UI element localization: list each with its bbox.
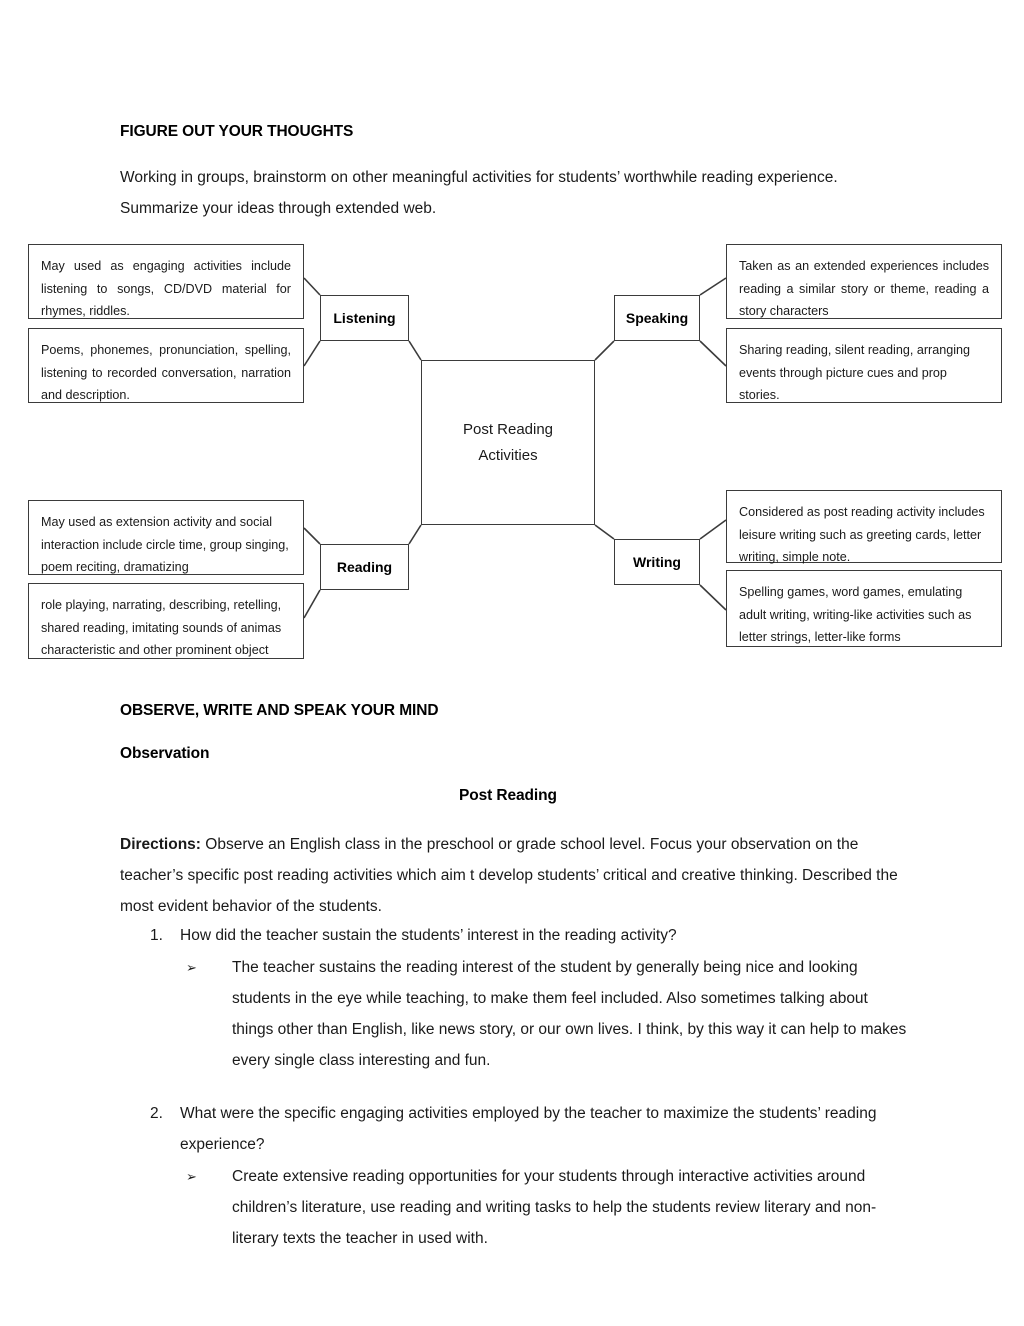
connector-writing-to-center bbox=[594, 524, 615, 540]
section-heading-figure-out-your-thoughts: FIGURE OUT YOUR THOUGHTS bbox=[120, 123, 354, 140]
answer-item-1: ➢ The teacher sustains the reading inter… bbox=[180, 952, 910, 1076]
directions-body: Observe an English class in the preschoo… bbox=[120, 836, 898, 915]
detail-box-speaking-1: Taken as an extended experiences include… bbox=[726, 244, 1002, 319]
question-number-2: 2. bbox=[150, 1105, 163, 1122]
connector-reading-to-box-l3 bbox=[303, 527, 321, 545]
arrow-bullet-icon: ➢ bbox=[186, 1169, 197, 1184]
intro-paragraph: Working in groups, brainstorm on other m… bbox=[120, 169, 838, 217]
detail-box-reading-1: May used as extension activity and socia… bbox=[28, 500, 304, 575]
connector-listening-to-box-l1 bbox=[303, 277, 321, 296]
question-text-2: What were the specific engaging activiti… bbox=[180, 1105, 877, 1153]
diagram-center-node: Post Reading Activities bbox=[421, 360, 595, 525]
question-text-1: How did the teacher sustain the students… bbox=[180, 927, 677, 944]
connector-reading-to-center bbox=[408, 524, 422, 545]
connector-reading-to-box-l4 bbox=[303, 589, 321, 619]
connector-writing-to-box-r4 bbox=[699, 584, 727, 611]
extended-web-diagram: May used as engaging activities include … bbox=[0, 228, 1024, 659]
center-node-line-2: Activities bbox=[478, 446, 538, 464]
answer-text-2: Create extensive reading opportunities f… bbox=[232, 1168, 877, 1247]
question-item-2: 2. What were the specific engaging activ… bbox=[120, 1098, 910, 1254]
subheading-observation: Observation bbox=[120, 745, 210, 762]
detail-box-listening-1: May used as engaging activities include … bbox=[28, 244, 304, 319]
detail-box-writing-1: Considered as post reading activity incl… bbox=[726, 490, 1002, 564]
diagram-connector-lines bbox=[303, 277, 727, 619]
connector-listening-to-box-l2 bbox=[303, 340, 321, 367]
connector-listening-to-center bbox=[408, 340, 422, 361]
answer-item-2: ➢ Create extensive reading opportunities… bbox=[180, 1161, 910, 1254]
question-item-1: 1. How did the teacher sustain the stude… bbox=[120, 920, 910, 1076]
center-node-line-1: Post Reading bbox=[462, 420, 554, 438]
node-label-writing: Writing bbox=[614, 539, 700, 585]
detail-box-reading-2: role playing, narrating, describing, ret… bbox=[28, 583, 304, 659]
node-label-speaking: Speaking bbox=[614, 295, 700, 341]
section-heading-observe-write-and-speak-your-mind: OBSERVE, WRITE AND SPEAK YOUR MIND bbox=[120, 702, 439, 719]
node-label-listening: Listening bbox=[320, 295, 409, 341]
connector-speaking-to-box-r2 bbox=[699, 340, 727, 367]
subheading-post-reading: Post Reading bbox=[459, 787, 557, 804]
directions-paragraph: Directions: Observe an English class in … bbox=[120, 829, 910, 922]
connector-writing-to-box-r3 bbox=[699, 519, 727, 540]
detail-box-speaking-2: Sharing reading, silent reading, arrangi… bbox=[726, 328, 1002, 403]
detail-box-listening-2: Poems, phonemes, pronunciation, spelling… bbox=[28, 328, 304, 403]
connector-speaking-to-box-r1 bbox=[699, 277, 727, 296]
node-label-reading: Reading bbox=[320, 544, 409, 590]
question-number-1: 1. bbox=[150, 927, 163, 944]
answer-text-1: The teacher sustains the reading interes… bbox=[232, 959, 907, 1069]
connector-speaking-to-center bbox=[594, 340, 615, 361]
directions-label: Directions: bbox=[120, 836, 201, 853]
arrow-bullet-icon: ➢ bbox=[186, 960, 197, 975]
questions-list: 1. How did the teacher sustain the stude… bbox=[120, 920, 910, 1254]
detail-box-writing-2: Spelling games, word games, emulating ad… bbox=[726, 570, 1002, 647]
